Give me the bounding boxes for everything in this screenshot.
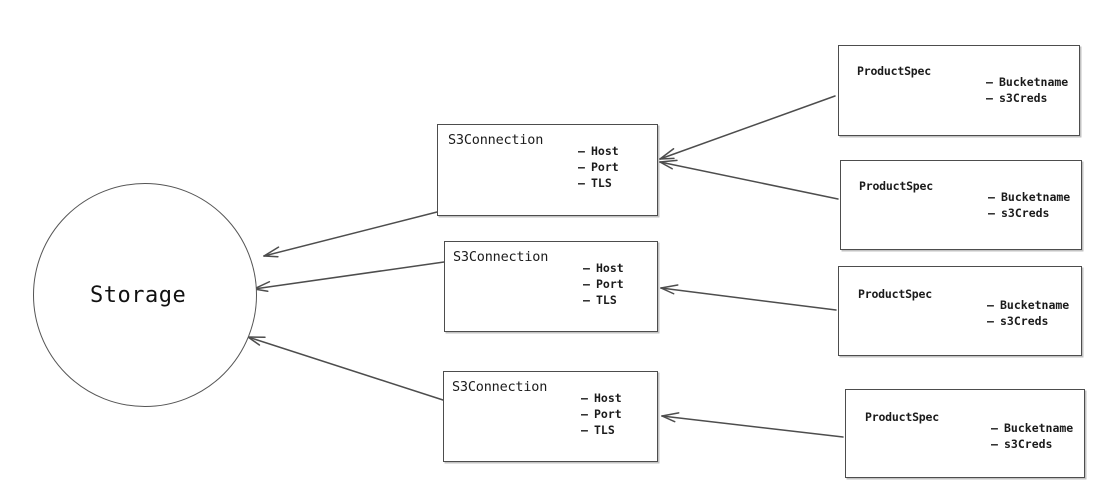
storage-label: Storage xyxy=(90,283,187,308)
attr-row: –Bucketname xyxy=(988,189,1070,205)
dash-bullet-icon: – xyxy=(986,75,993,89)
dash-bullet-icon: – xyxy=(583,293,590,307)
attr-label: TLS xyxy=(591,176,612,190)
productspec-attrs-3: –Bucketname –s3Creds xyxy=(987,297,1069,329)
dash-bullet-icon: – xyxy=(986,91,993,105)
dash-bullet-icon: – xyxy=(987,314,994,328)
edge-conn2-storage xyxy=(253,261,445,292)
attr-label: Host xyxy=(596,261,624,275)
attr-label: Port xyxy=(591,160,619,174)
attr-label: s3Creds xyxy=(1004,437,1053,451)
dash-bullet-icon: – xyxy=(988,190,995,204)
attr-label: s3Creds xyxy=(1000,314,1049,328)
attr-label: TLS xyxy=(594,423,615,437)
edge-spec1-conn1 xyxy=(659,95,836,160)
s3connection-title-1: S3Connection xyxy=(448,132,544,148)
attr-label: TLS xyxy=(596,293,617,307)
productspec-attrs-1: –Bucketname –s3Creds xyxy=(986,74,1068,106)
attr-row: –s3Creds xyxy=(987,313,1069,329)
dash-bullet-icon: – xyxy=(991,421,998,435)
dash-bullet-icon: – xyxy=(988,206,995,220)
attr-row: –s3Creds xyxy=(988,205,1070,221)
productspec-attrs-2: –Bucketname –s3Creds xyxy=(988,189,1070,221)
attr-label: Bucketname xyxy=(1001,190,1071,204)
attr-label: Host xyxy=(591,144,619,158)
productspec-title-4: ProductSpec xyxy=(865,410,939,424)
s3connection-node-3[interactable] xyxy=(443,371,658,462)
attr-row: –Bucketname xyxy=(986,74,1068,90)
attr-row: –Host xyxy=(578,143,619,159)
attr-label: Bucketname xyxy=(999,75,1069,89)
dash-bullet-icon: – xyxy=(581,407,588,421)
attr-row: –Port xyxy=(581,406,622,422)
attr-row: –TLS xyxy=(578,175,619,191)
productspec-node-3[interactable] xyxy=(838,266,1082,356)
productspec-attrs-4: –Bucketname –s3Creds xyxy=(991,420,1073,452)
attr-row: –Bucketname xyxy=(987,297,1069,313)
dash-bullet-icon: – xyxy=(581,391,588,405)
attr-row: –s3Creds xyxy=(991,436,1073,452)
attr-row: –TLS xyxy=(581,422,622,438)
storage-circle-node[interactable] xyxy=(33,183,257,407)
edge-spec3-conn2 xyxy=(660,284,837,311)
edge-spec2-conn1 xyxy=(659,159,839,200)
productspec-title-1: ProductSpec xyxy=(857,64,931,78)
productspec-node-2[interactable] xyxy=(840,160,1082,250)
dash-bullet-icon: – xyxy=(578,144,585,158)
attr-label: s3Creds xyxy=(1001,206,1050,220)
dash-bullet-icon: – xyxy=(578,176,585,190)
productspec-node-4[interactable] xyxy=(845,389,1085,478)
dash-bullet-icon: – xyxy=(583,261,590,275)
s3connection-attrs-1: –Host –Port –TLS xyxy=(578,143,619,191)
attr-row: –Port xyxy=(583,276,624,292)
attr-label: Bucketname xyxy=(1004,421,1074,435)
attr-label: Port xyxy=(596,277,624,291)
dash-bullet-icon: – xyxy=(583,277,590,291)
s3connection-attrs-3: –Host –Port –TLS xyxy=(581,390,622,438)
edge-conn3-storage xyxy=(247,336,444,401)
attr-row: –TLS xyxy=(583,292,624,308)
attr-label: s3Creds xyxy=(999,91,1048,105)
s3connection-node-1[interactable] xyxy=(437,124,658,216)
edge-conn1-storage xyxy=(263,211,438,258)
dash-bullet-icon: – xyxy=(991,437,998,451)
s3connection-title-2: S3Connection xyxy=(453,249,549,265)
s3connection-node-2[interactable] xyxy=(444,241,658,332)
dash-bullet-icon: – xyxy=(581,423,588,437)
attr-row: –Bucketname xyxy=(991,420,1073,436)
attr-row: –Port xyxy=(578,159,619,175)
productspec-title-2: ProductSpec xyxy=(859,179,933,193)
dash-bullet-icon: – xyxy=(578,160,585,174)
attr-row: –s3Creds xyxy=(986,90,1068,106)
attr-label: Host xyxy=(594,391,622,405)
s3connection-title-3: S3Connection xyxy=(452,379,548,395)
productspec-title-3: ProductSpec xyxy=(858,287,932,301)
attr-row: –Host xyxy=(581,390,622,406)
productspec-node-1[interactable] xyxy=(838,45,1080,136)
attr-row: –Host xyxy=(583,260,624,276)
attr-label: Port xyxy=(594,407,622,421)
edge-spec4-conn3 xyxy=(661,412,844,438)
dash-bullet-icon: – xyxy=(987,298,994,312)
attr-label: Bucketname xyxy=(1000,298,1070,312)
s3connection-attrs-2: –Host –Port –TLS xyxy=(583,260,624,308)
